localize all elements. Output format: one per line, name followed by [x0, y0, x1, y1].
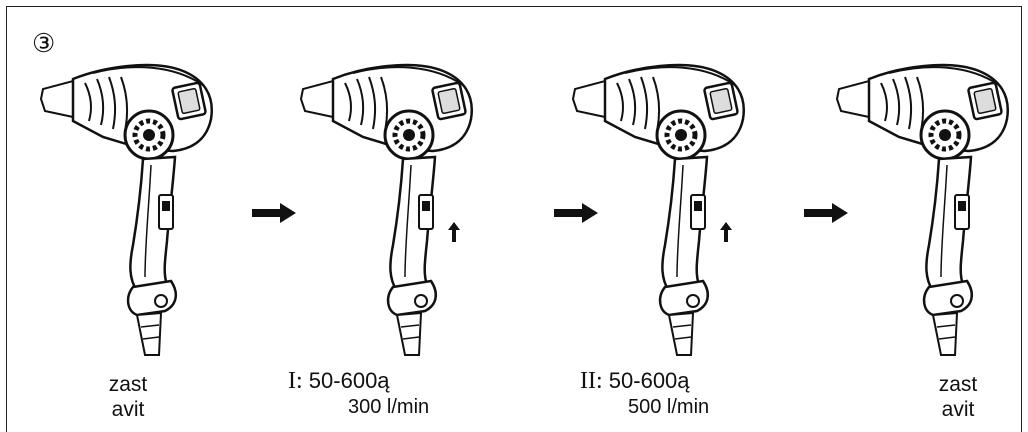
- mode-2-range: II: 50-600ą: [580, 368, 690, 394]
- heat-gun-icon: [28, 65, 238, 355]
- off-label-right-line1: zast: [938, 373, 978, 396]
- up-arrow-icon: [448, 222, 460, 242]
- right-arrow-icon: [554, 203, 598, 223]
- mode-1-range: I: 50-600ą: [288, 368, 390, 394]
- right-arrow-icon: [252, 203, 296, 223]
- up-arrow-icon: [720, 222, 732, 242]
- off-label-left: zast avit: [96, 372, 160, 422]
- mode-2-roman: II:: [580, 368, 603, 394]
- mode-2-range-value: 50-600ą: [608, 368, 690, 393]
- figure-frame: [6, 6, 1022, 432]
- heat-gun-icon: [560, 65, 770, 355]
- step-number: ③: [32, 28, 56, 58]
- off-label-right: zast avit: [926, 372, 990, 422]
- mode-1-flow: 300 l/min: [348, 396, 430, 418]
- off-label-left-line2: avit: [111, 398, 145, 421]
- mode-1-roman: I:: [288, 368, 303, 394]
- right-arrow-icon: [804, 203, 848, 223]
- off-label-right-line2: avit: [941, 398, 975, 421]
- heat-gun-icon: [824, 65, 1028, 355]
- off-label-left-line1: zast: [108, 373, 148, 396]
- mode-1-range-value: 50-600ą: [308, 368, 390, 393]
- heat-gun-icon: [288, 65, 498, 355]
- mode-2-flow: 500 l/min: [628, 396, 710, 418]
